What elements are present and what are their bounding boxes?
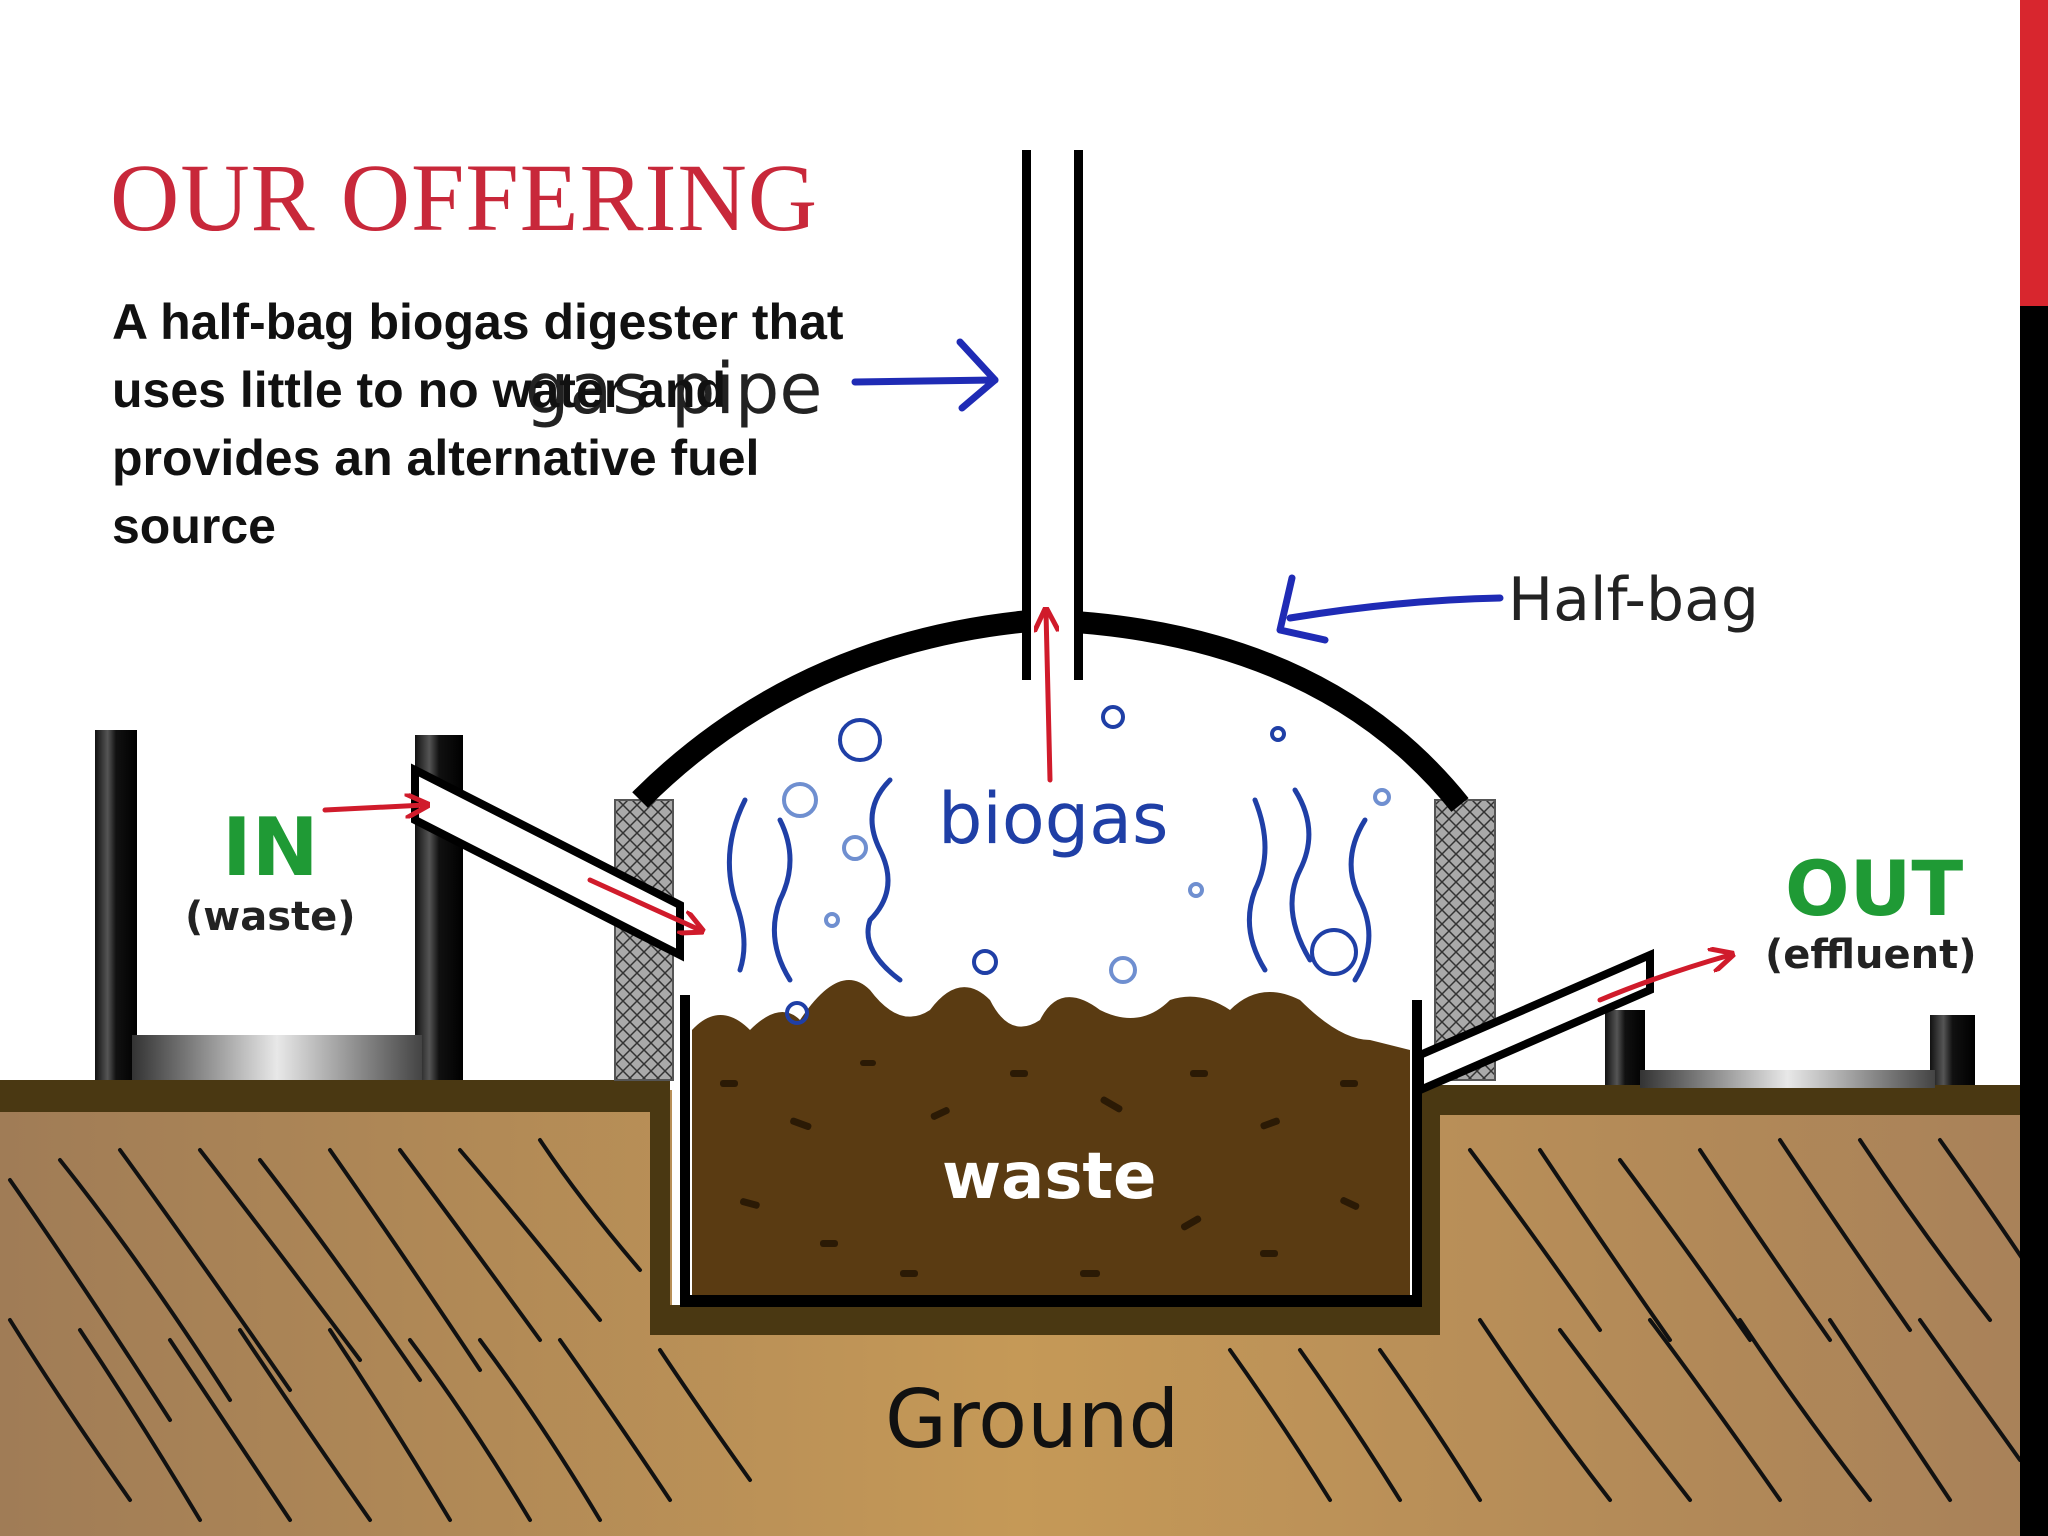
inlet-flow-arrow bbox=[587, 877, 700, 930]
gas-pipe-label: gas pipe bbox=[525, 348, 822, 430]
accent-bar-red bbox=[2020, 0, 2048, 306]
accent-bar-black bbox=[2020, 306, 2048, 1536]
waste-specks bbox=[720, 1060, 1360, 1277]
gas-pipe bbox=[1022, 150, 1083, 680]
in-label: IN bbox=[222, 801, 319, 894]
out-sub-label: (effluent) bbox=[1765, 932, 1977, 978]
flow-arrows bbox=[322, 612, 1730, 1003]
biogas-wisps bbox=[726, 777, 1372, 983]
gas-pipe-arrowhead bbox=[956, 338, 999, 412]
in-arrow bbox=[322, 805, 425, 810]
inlet-tank bbox=[95, 730, 684, 1080]
half-bag-arrowhead bbox=[1276, 574, 1329, 644]
waste-label: waste bbox=[942, 1140, 1156, 1214]
out-arrow bbox=[1597, 955, 1730, 1003]
label-arrows bbox=[851, 338, 1504, 644]
biogas-rise-arrow bbox=[1046, 612, 1050, 783]
slide-body-text: A half-bag biogas digester that uses lit… bbox=[112, 294, 844, 554]
waste-slurry bbox=[692, 980, 1410, 1295]
outlet-tank bbox=[1416, 948, 1975, 1097]
ground-label: Ground bbox=[885, 1373, 1179, 1466]
gas-pipe-arrow bbox=[851, 376, 999, 386]
half-bag-label: Half-bag bbox=[1508, 565, 1759, 635]
slide-title: OUR OFFERING bbox=[110, 144, 819, 251]
half-bag-arrow bbox=[1286, 594, 1504, 622]
in-sub-label: (waste) bbox=[185, 894, 356, 940]
out-label: OUT bbox=[1785, 844, 1963, 933]
biogas-label: biogas bbox=[938, 778, 1169, 860]
biogas-bubbles bbox=[782, 705, 1391, 1025]
ground-hatch-lines bbox=[8, 1138, 2032, 1522]
